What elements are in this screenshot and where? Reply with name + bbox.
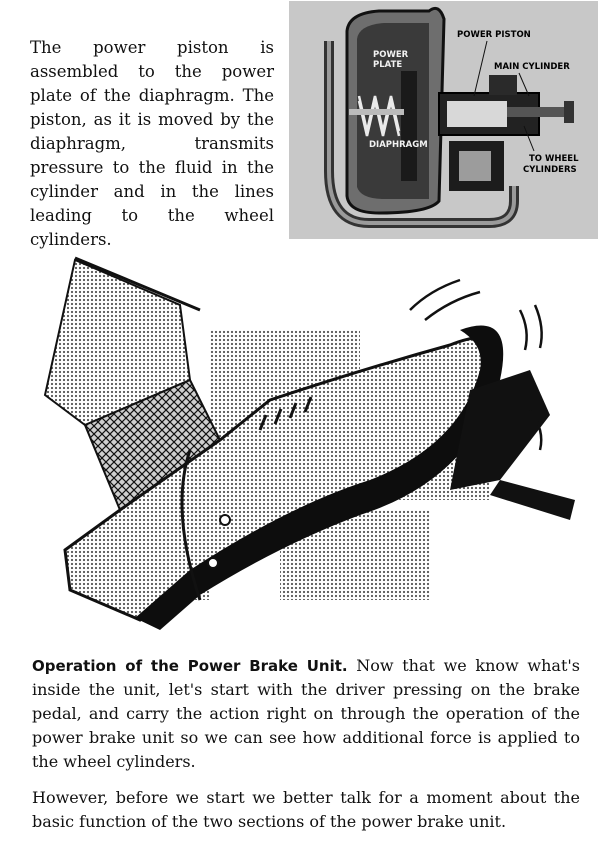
section-paragraph-1: Operation of the Power Brake Unit. Now t… [32,654,580,774]
intro-paragraph-block: The power piston is assembled to the pow… [30,36,274,252]
section-heading: Operation of the Power Brake Unit. [32,657,348,675]
section-text: Operation of the Power Brake Unit. Now t… [32,654,580,846]
label-main-cylinder: MAIN CYLINDER [494,62,570,72]
label-power-plate-1: POWER [373,50,409,60]
illustration-drawing [43,256,575,630]
section-para1-text: Now that we know what's inside the unit,… [32,656,580,771]
diagram-drawing: POWER PISTON POWER PLATE MAIN CYLINDER D… [289,1,598,239]
label-power-plate-2: PLATE [373,60,402,70]
intro-paragraph: The power piston is assembled to the pow… [30,38,274,249]
shoe-on-pedal-illustration [30,250,590,640]
section-paragraph-2: However, before we start we better talk … [32,788,580,831]
label-power-piston: POWER PISTON [457,30,531,40]
power-brake-cutaway-diagram: POWER PISTON POWER PLATE MAIN CYLINDER D… [289,1,598,239]
label-cylinders: CYLINDERS [523,165,577,175]
label-to-wheel: TO WHEEL [529,154,579,164]
label-diaphragm: DIAPHRAGM [369,140,428,150]
